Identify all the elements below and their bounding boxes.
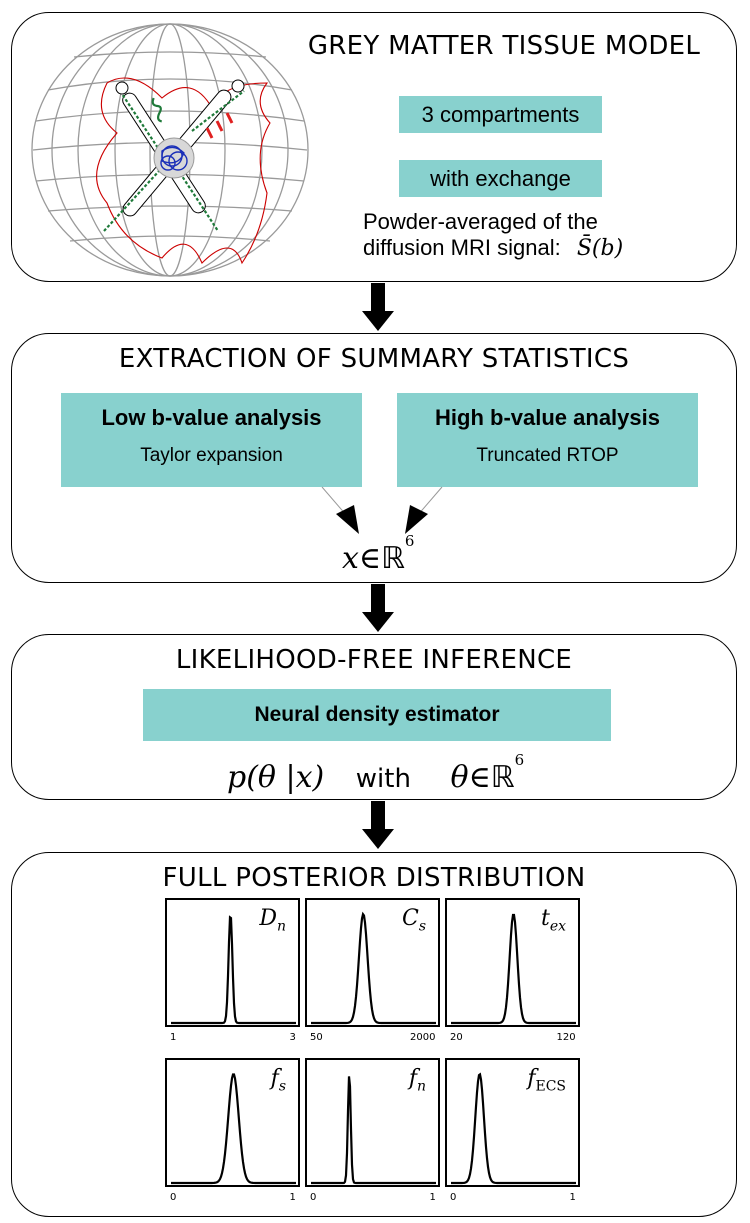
posterior-plot: fs [165, 1058, 300, 1187]
down-arrow-icon [362, 584, 394, 632]
posterior-curve [451, 1072, 576, 1185]
x-tick-min: 0 [170, 1192, 177, 1203]
x-tick-min: 0 [310, 1192, 317, 1203]
posterior-plot: Dn [165, 898, 300, 1027]
down-arrow-icon [362, 801, 394, 849]
parameter-label: Dn [259, 906, 286, 934]
x-tick-max: 2000 [410, 1032, 436, 1043]
posterior-curve [171, 1073, 296, 1185]
signal-symbol: S̄(b) [576, 236, 624, 261]
x-tick-max: 120 [556, 1032, 576, 1043]
parameter-subscript: ex [549, 918, 566, 935]
x-tick-min: 20 [450, 1032, 463, 1043]
formula-theta-exp: 6 [514, 751, 525, 769]
sphere-illustration [31, 23, 309, 277]
posterior-curve [311, 911, 436, 1025]
high-b-title: High b-value analysis [435, 405, 660, 430]
exchange-box: with exchange [399, 160, 602, 197]
posterior-plot: fn [305, 1058, 440, 1187]
density-estimator-label: Neural density estimator [254, 703, 500, 726]
panel-title: FULL POSTERIOR DISTRIBUTION [162, 863, 586, 893]
posterior-curve [451, 913, 576, 1025]
compartments-label: 3 compartments [421, 102, 580, 127]
x-tick-max: 3 [289, 1032, 296, 1043]
low-b-title: Low b-value analysis [101, 405, 322, 430]
x-tick-max: 1 [289, 1192, 296, 1203]
exchange-label: with exchange [430, 166, 571, 191]
parameter-symbol: f [408, 1066, 417, 1091]
posterior-curve-svg [451, 913, 576, 1025]
low-b-box: Low b-value analysis Taylor expansion [61, 393, 362, 487]
density-estimator-box: Neural density estimator [143, 689, 611, 741]
signal-desc-line2: diffusion MRI signal: [363, 235, 561, 260]
parameter-subscript: n [416, 1078, 426, 1095]
parameter-label: fn [409, 1066, 426, 1094]
posterior-formula: p(θ |x) with θ∈ℝ6 [227, 751, 524, 795]
x-tick-min: 1 [170, 1032, 177, 1043]
panel-title: GREY MATTER TISSUE MODEL [307, 31, 701, 61]
panel-tissue-model: GREY MATTER TISSUE MODEL 3 compartments … [11, 12, 737, 282]
parameter-symbol: t [540, 906, 550, 931]
posterior-curve-svg [311, 911, 436, 1025]
parameter-label: fs [271, 1066, 286, 1094]
posterior-curve-svg [451, 1072, 576, 1185]
posterior-curve-svg [171, 1073, 296, 1185]
high-b-box: High b-value analysis Truncated RTOP [397, 393, 698, 487]
merge-arrows [321, 486, 443, 534]
x-tick-min: 50 [310, 1032, 323, 1043]
summary-formula: x∈ℝ6 [342, 532, 414, 576]
posterior-curve-svg [311, 1076, 436, 1185]
parameter-symbol: f [527, 1066, 536, 1091]
formula-posterior: p(θ |x) [227, 760, 325, 795]
panel-inference: LIKELIHOOD-FREE INFERENCE Neural density… [11, 634, 737, 800]
high-b-sub: Truncated RTOP [476, 445, 619, 466]
parameter-subscript: n [276, 918, 286, 935]
formula-theta-var: θ∈ [450, 760, 491, 795]
parameter-subscript: s [278, 1078, 286, 1095]
compartments-box: 3 compartments [399, 96, 602, 133]
formula-set: ℝ [381, 541, 405, 576]
parameter-symbol: C [401, 906, 419, 931]
panel-title: LIKELIHOOD-FREE INFERENCE [175, 645, 573, 675]
formula-theta-set: ℝ [490, 760, 515, 795]
posterior-plot: tex [445, 898, 580, 1027]
posterior-curve [171, 915, 296, 1025]
posterior-curve-svg [171, 915, 296, 1025]
x-tick-max: 1 [429, 1192, 436, 1203]
formula-var: x∈ [342, 541, 382, 576]
posterior-plot: Cs [305, 898, 440, 1027]
parameter-subscript: ECS [535, 1078, 566, 1095]
signal-description: Powder-averaged of the diffusion MRI sig… [363, 209, 623, 262]
down-arrow-icon [362, 283, 394, 331]
x-tick-max: 1 [569, 1192, 576, 1203]
panel-title: EXTRACTION OF SUMMARY STATISTICS [118, 344, 630, 374]
parameter-label: tex [541, 906, 566, 934]
parameter-label: Cs [402, 906, 426, 934]
x-tick-min: 0 [450, 1192, 457, 1203]
panel-summary-statistics: EXTRACTION OF SUMMARY STATISTICS Low b-v… [11, 333, 737, 583]
parameter-subscript: s [418, 918, 426, 935]
formula-with: with [355, 764, 411, 794]
parameter-label: fECS [527, 1066, 566, 1094]
posterior-plot: fECS [445, 1058, 580, 1187]
posterior-curve [311, 1076, 436, 1185]
signal-desc-line1: Powder-averaged of the [363, 209, 598, 234]
parameter-symbol: f [270, 1066, 279, 1091]
low-b-sub: Taylor expansion [140, 445, 283, 466]
parameter-symbol: D [259, 906, 277, 931]
formula-exp: 6 [404, 532, 415, 550]
